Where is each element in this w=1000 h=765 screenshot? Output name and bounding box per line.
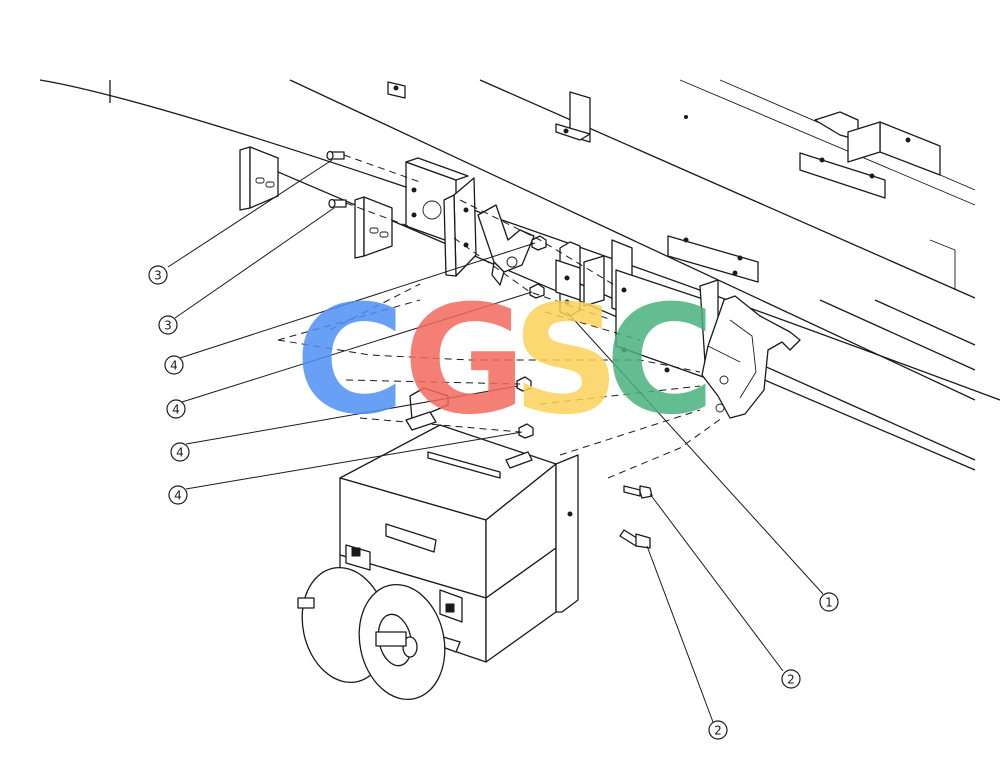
- callout-4-fourth: 4: [168, 485, 188, 505]
- watermark-letter-c2: C: [605, 274, 715, 448]
- svg-text:2: 2: [787, 673, 795, 687]
- rail-bracket-center: [555, 91, 591, 143]
- bolt-upper: [623, 485, 653, 499]
- bracket-item-1: [555, 241, 581, 317]
- slotted-plate-lower: [354, 196, 393, 259]
- hose-reel-front: [358, 583, 446, 701]
- callout-2-upper: 2: [781, 669, 801, 689]
- callout-3-lower: 3: [158, 315, 178, 335]
- cgsc-watermark: C G S C: [295, 274, 715, 448]
- bolt-lower: [619, 529, 651, 549]
- svg-text:4: 4: [176, 446, 184, 460]
- watermark-letter-s: S: [512, 274, 620, 448]
- callout-4-first: 4: [164, 355, 184, 375]
- stud-lower: [328, 198, 347, 209]
- rail-hole: [684, 115, 688, 119]
- callout-4-third: 4: [170, 442, 190, 462]
- callout-2-lower: 2: [708, 720, 728, 740]
- control-box-unit: [339, 387, 579, 663]
- svg-text:4: 4: [170, 359, 178, 373]
- stud-upper: [326, 150, 345, 161]
- assembly-dashed-lines: [277, 154, 723, 479]
- svg-text:3: 3: [154, 269, 162, 283]
- rail-bracket-top-left: [387, 81, 406, 99]
- v-guide-left: [477, 204, 535, 286]
- svg-text:3: 3: [164, 319, 172, 333]
- callout-4-second: 4: [166, 399, 186, 419]
- nut-1: [531, 235, 547, 251]
- rail-bracket-right-upper: [799, 111, 941, 199]
- svg-text:4: 4: [174, 489, 182, 503]
- slotted-plate-upper: [239, 146, 279, 211]
- nut-4: [518, 423, 534, 439]
- callout-1: 1: [819, 592, 839, 612]
- nut-3: [516, 376, 532, 392]
- callout-3-upper: 3: [148, 265, 168, 285]
- leader-lines: [167, 159, 824, 723]
- nut-2: [529, 283, 545, 299]
- watermark-letter-c1: C: [295, 274, 405, 448]
- svg-text:2: 2: [714, 724, 722, 738]
- roller-guide-right: [701, 295, 801, 419]
- vertical-bracket-left: [443, 177, 477, 277]
- svg-text:1: 1: [825, 596, 833, 610]
- svg-text:4: 4: [172, 403, 180, 417]
- watermark-letter-g: G: [403, 274, 526, 448]
